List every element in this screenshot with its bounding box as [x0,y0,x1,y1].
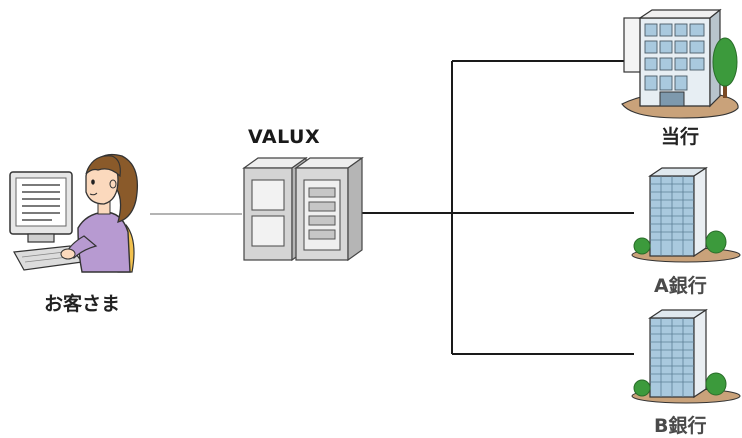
server-icon [242,156,364,262]
customer-at-computer-icon [9,153,139,273]
server-label: VALUX [248,126,321,148]
own-bank-label: 当行 [661,126,700,148]
tower-building-icon [631,166,741,263]
bank-a-label: A銀行 [654,275,707,297]
bank-b-label: B銀行 [654,415,707,437]
tower-building-icon [631,308,741,404]
connection-lines [150,60,634,355]
office-building-icon [621,8,739,119]
customer-label: お客さま [44,293,121,315]
